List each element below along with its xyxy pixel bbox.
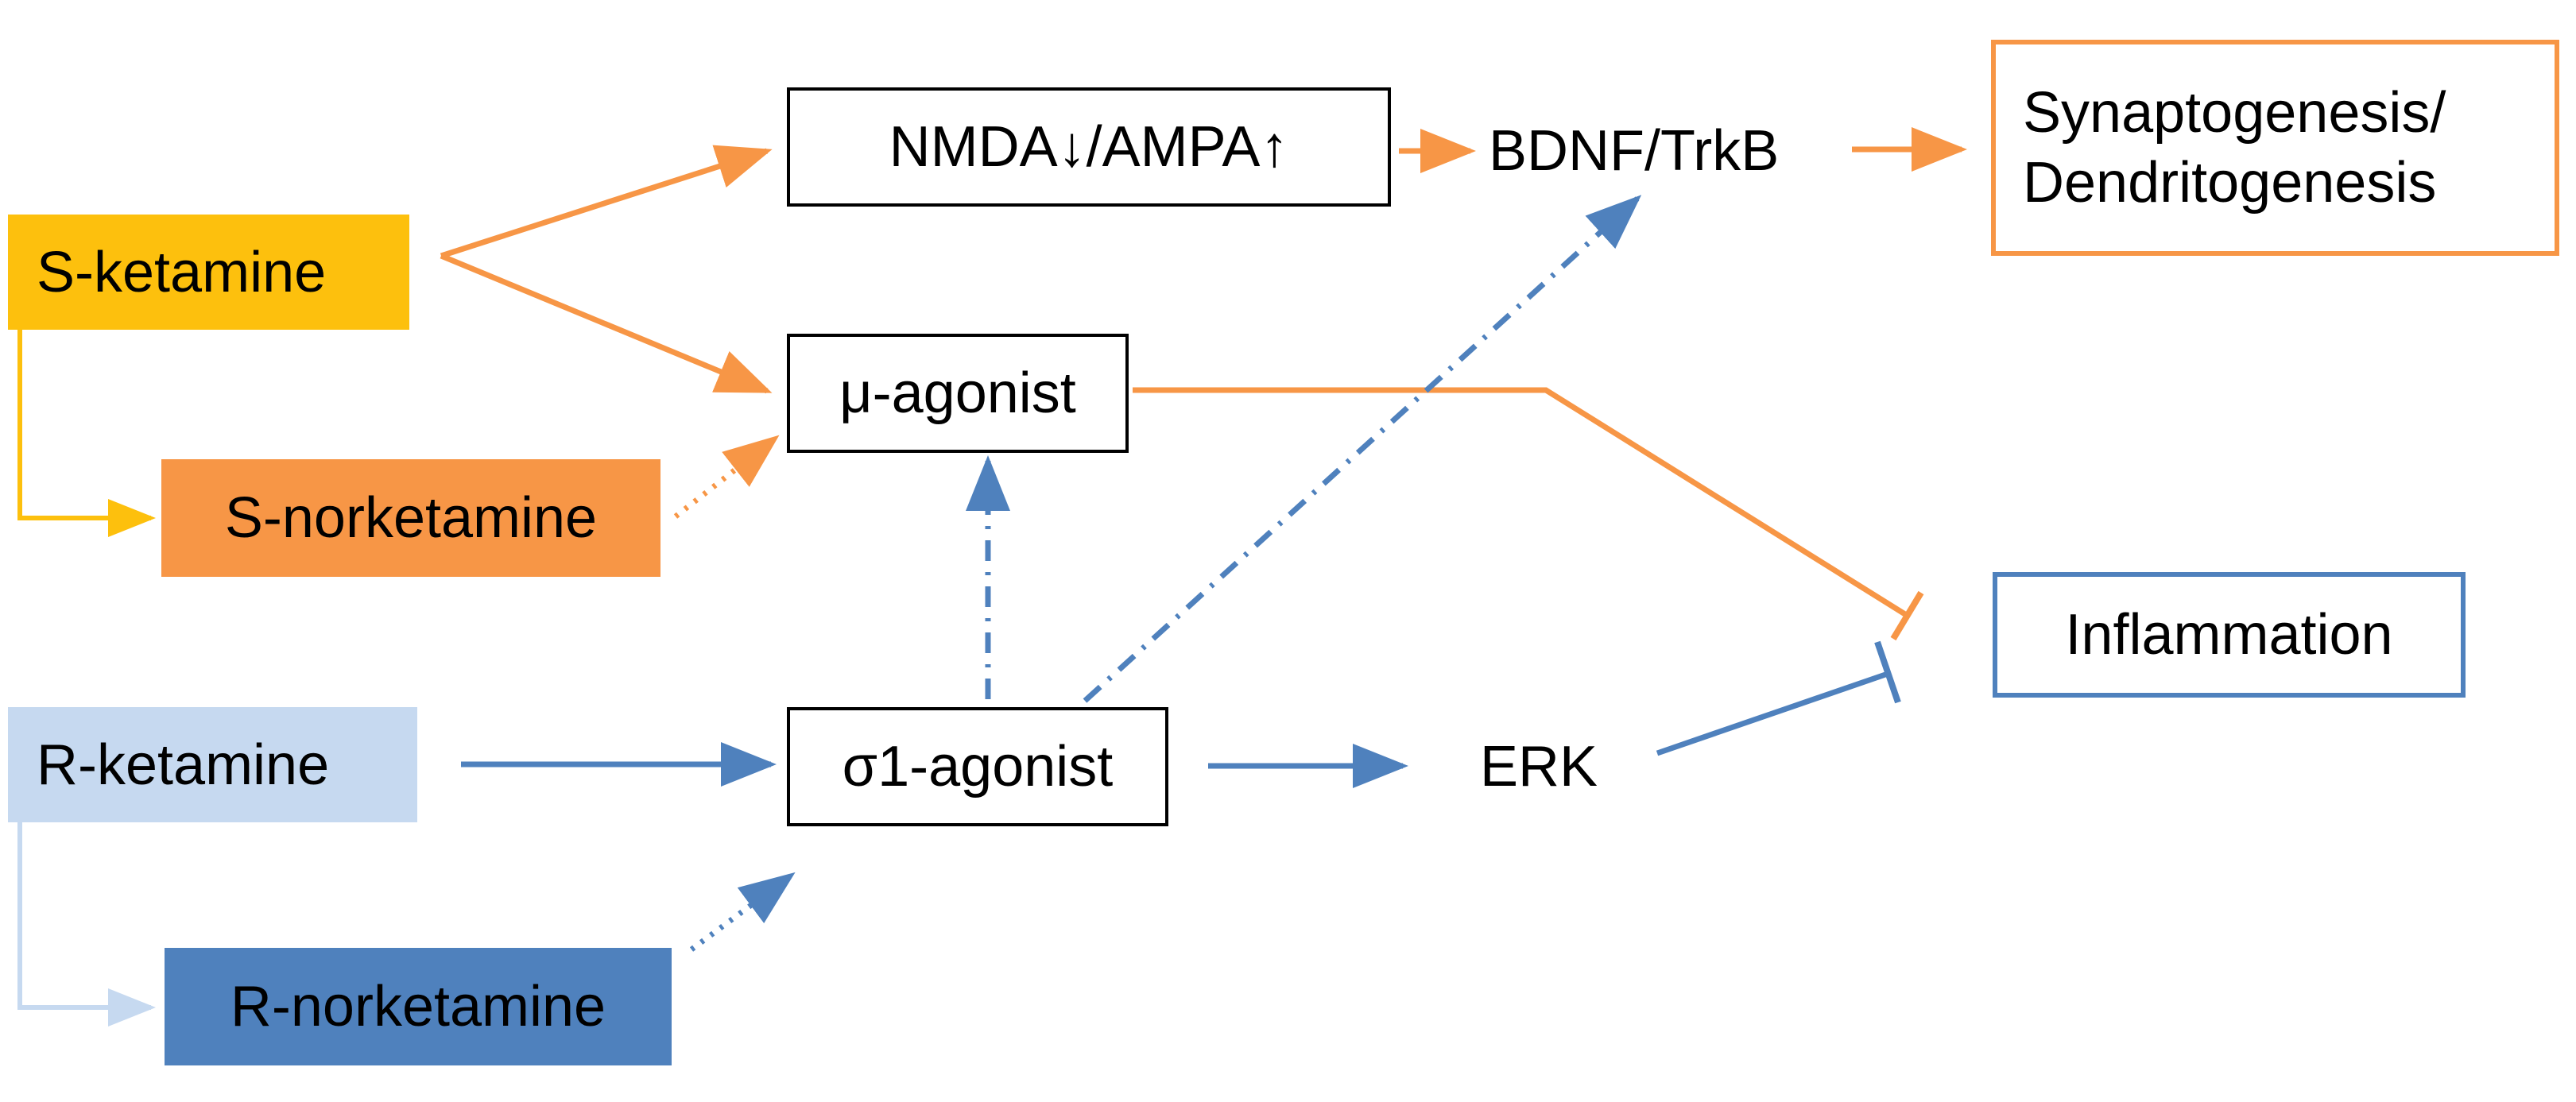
- node-r-norketamine: R-norketamine: [165, 948, 672, 1065]
- node-r-ketamine: R-ketamine: [8, 707, 417, 822]
- node-erk: ERK: [1480, 735, 1598, 798]
- edge-sketamine-nmda: [440, 145, 773, 259]
- edge-rketamine-rnorketamine: [17, 822, 156, 1027]
- edge-sketamine-snorketamine: [17, 330, 156, 537]
- node-sigma1-agonist: σ1-agonist: [787, 707, 1168, 826]
- node-inflammation: Inflammation: [1993, 572, 2466, 698]
- edge-snorketamine-mu: [673, 435, 780, 519]
- inhibition-bar-orange: [1890, 590, 1924, 641]
- edge-sketamine-mu: [440, 253, 773, 394]
- node-bdnf-trkb: BDNF/TrkB: [1489, 119, 1780, 183]
- synaptogenesis-line-2: Dendritogenesis: [2023, 151, 2437, 215]
- node-mu-agonist: μ-agonist: [787, 334, 1129, 453]
- node-synaptogenesis-dendritogenesis: Synaptogenesis/ Dendritogenesis: [1991, 40, 2559, 256]
- edge-sigma1-bdnf: [1083, 195, 1642, 703]
- node-s-norketamine: S-norketamine: [161, 459, 660, 577]
- node-nmda-ampa: NMDA↓/AMPA↑: [787, 87, 1391, 207]
- edge-erk-inflammation: [1656, 671, 1889, 756]
- synaptogenesis-line-1: Synaptogenesis/: [2023, 81, 2446, 145]
- edge-mu-inflammation: [1133, 387, 1909, 618]
- edge-rnorketamine-sigma1: [689, 872, 796, 952]
- inhibition-bar-blue: [1874, 640, 1901, 704]
- node-s-ketamine: S-ketamine: [8, 215, 409, 330]
